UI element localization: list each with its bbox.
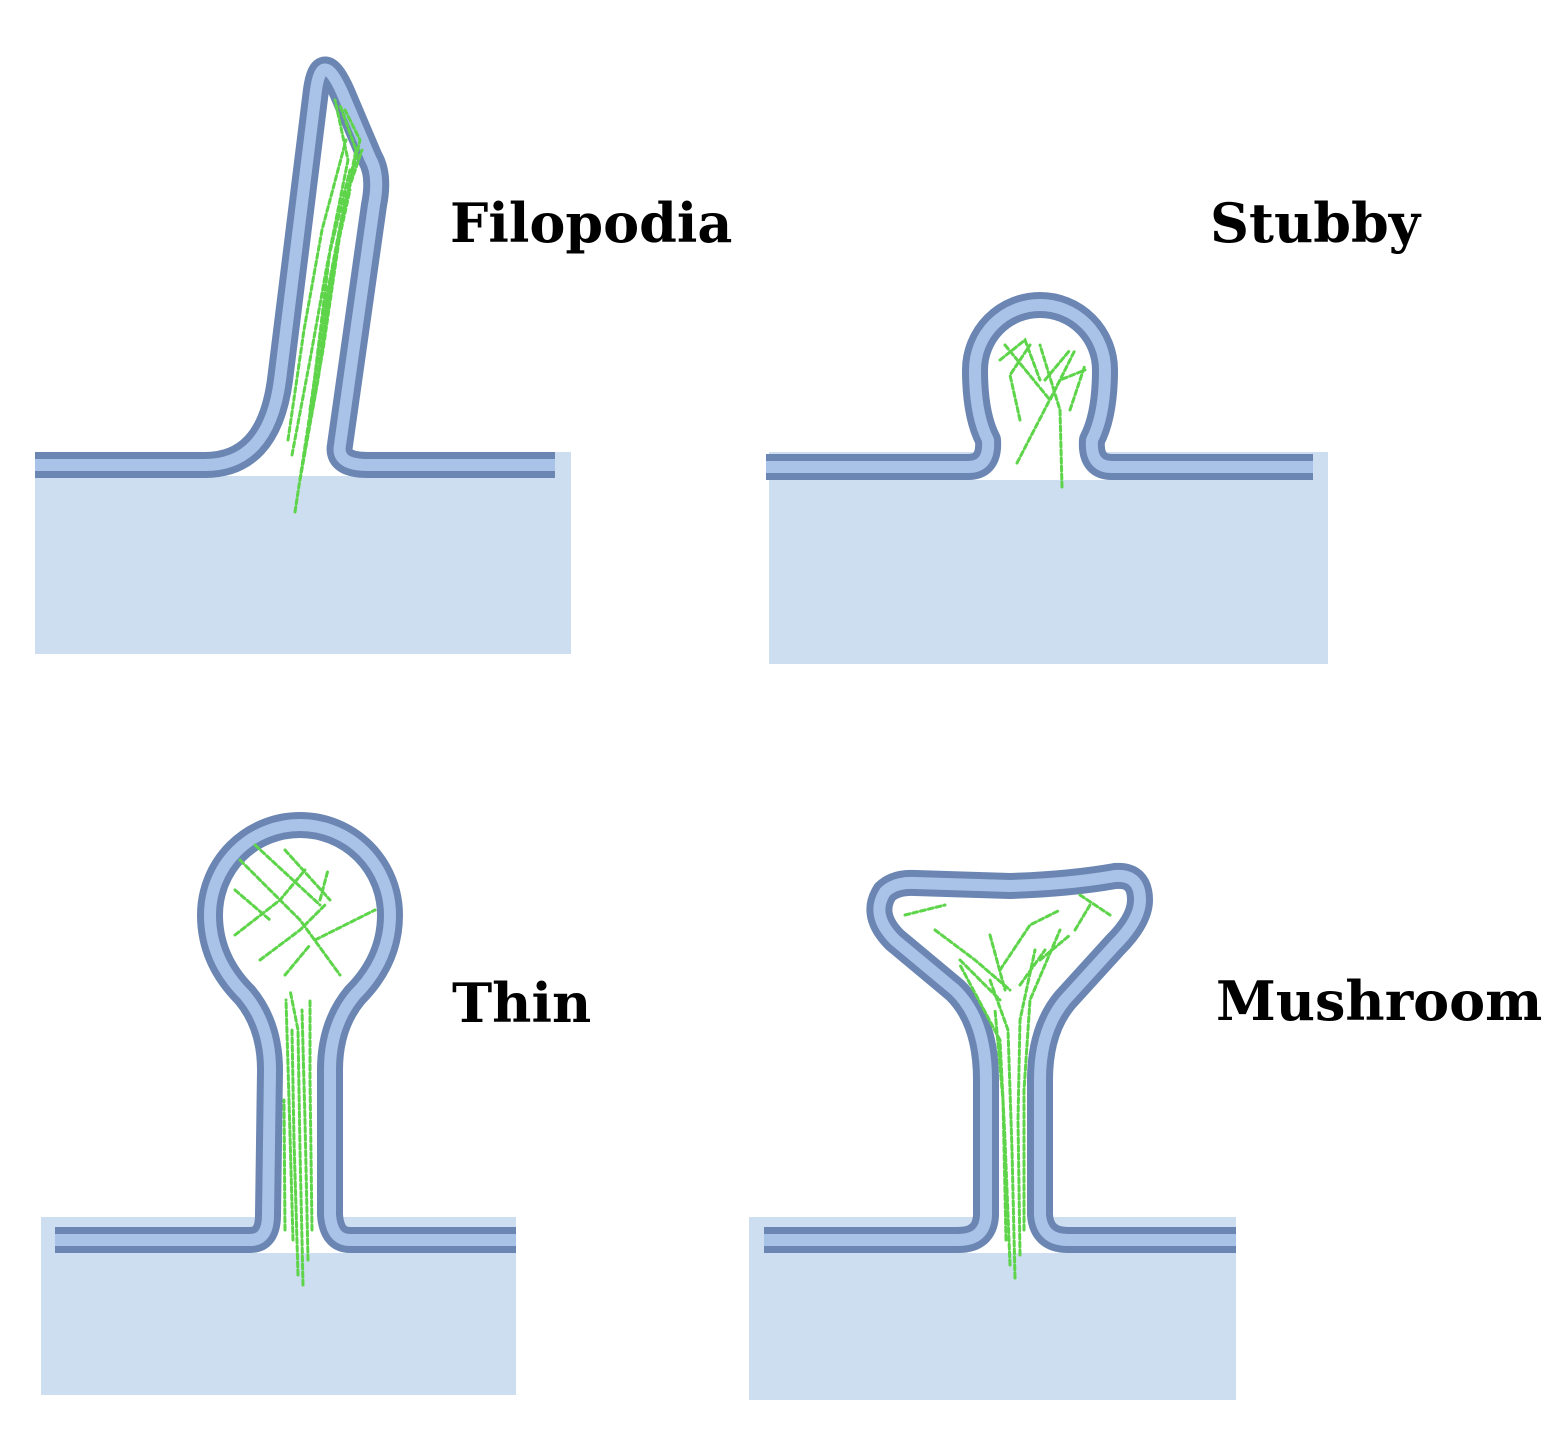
filopodia-label: Filopodia: [450, 191, 732, 255]
filopodia-panel: Filopodia: [35, 56, 732, 654]
actin-filaments: [286, 98, 364, 514]
mushroom-panel: Mushroom: [749, 862, 1542, 1400]
spine-lumen: [766, 305, 1313, 480]
spine-lumen: [55, 825, 516, 1253]
dendrite-shaft: [35, 452, 571, 654]
stubby-panel: Stubby: [766, 191, 1422, 664]
cell-membrane-core: [764, 869, 1236, 1246]
dendrite-shaft: [769, 452, 1328, 664]
mushroom-label: Mushroom: [1216, 969, 1542, 1033]
thin-panel: Thin: [41, 812, 591, 1395]
stubby-label: Stubby: [1210, 191, 1422, 255]
cell-membrane-core: [766, 299, 1313, 473]
actin-filaments: [998, 337, 1087, 489]
cell-membrane-core: [35, 63, 555, 471]
thin-label: Thin: [452, 971, 591, 1035]
actin-filaments: [903, 893, 1112, 1280]
actin-filaments: [233, 843, 377, 1287]
cell-membrane-core: [55, 819, 516, 1246]
